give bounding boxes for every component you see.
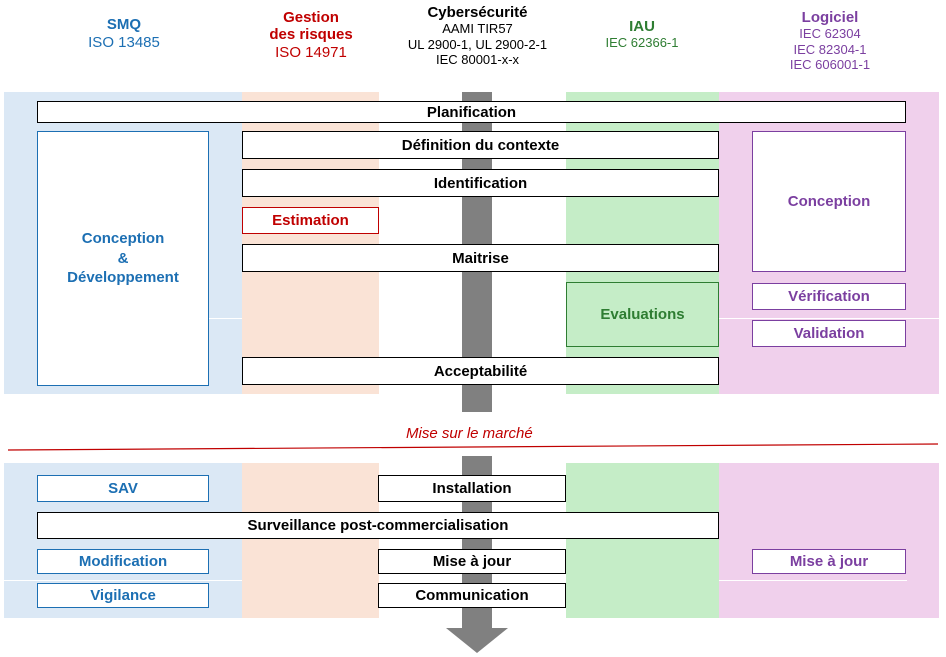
header-risk-title-line2: des risques — [269, 26, 353, 43]
acceptabilite-box: Acceptabilité — [242, 357, 719, 385]
evaluations-box: Evaluations — [566, 282, 719, 347]
header-risk: Gestion des risques ISO 14971 — [243, 9, 379, 62]
definition-contexte-box: Définition du contexte — [242, 131, 719, 159]
vigilance-box: Vigilance — [37, 583, 209, 608]
header-iau-subtitle: IEC 62366-1 — [605, 35, 679, 50]
band-logiciel-bottom — [719, 463, 939, 618]
separator-line — [4, 580, 242, 581]
header-cyber-title: Cybersécurité — [427, 4, 528, 21]
header-iau-title: IAU — [629, 18, 655, 35]
header-logiciel-line: IEC 606001-1 — [789, 57, 871, 72]
header-logiciel-line: IEC 82304-1 — [793, 41, 867, 57]
conception-box: Conception — [752, 131, 906, 272]
conception-developpement-line: Développement — [67, 269, 179, 287]
installation-box: Installation — [378, 475, 566, 502]
conception-developpement-line: & — [117, 249, 129, 267]
header-cyber: Cybersécurité AAMI TIR57 UL 2900-1, UL 2… — [380, 4, 575, 68]
validation-box: Validation — [752, 320, 906, 347]
separator-line — [719, 318, 939, 319]
separator-line — [208, 318, 242, 319]
band-risk-bottom — [242, 463, 379, 618]
header-iau: IAU IEC 62366-1 — [566, 18, 718, 51]
arrow-down-icon — [446, 628, 508, 653]
header-smq: SMQ ISO 13485 — [40, 16, 208, 52]
header-cyber-line: AAMI TIR57 — [442, 21, 513, 36]
conception-developpement-box: Conception & Développement — [37, 131, 209, 386]
modification-box: Modification — [37, 549, 209, 574]
sav-box: SAV — [37, 475, 209, 502]
header-risk-title-line1: Gestion — [283, 9, 339, 26]
verification-box: Vérification — [752, 283, 906, 310]
planification-box: Planification — [37, 101, 906, 123]
identification-box: Identification — [242, 169, 719, 197]
header-logiciel-title: Logiciel — [801, 9, 859, 26]
header-cyber-line: UL 2900-1, UL 2900-2-1 — [407, 36, 548, 52]
communication-box: Communication — [378, 583, 566, 608]
market-line — [7, 443, 939, 451]
header-smq-subtitle: ISO 13485 — [88, 34, 160, 51]
header-logiciel: Logiciel IEC 62304 IEC 82304-1 IEC 60600… — [754, 9, 906, 73]
separator-line — [719, 580, 907, 581]
mise-a-jour-logiciel-box: Mise à jour — [752, 549, 906, 574]
header-risk-subtitle: ISO 14971 — [275, 44, 347, 61]
header-cyber-line: IEC 80001-x-x — [435, 52, 520, 67]
estimation-box: Estimation — [242, 207, 379, 234]
header-smq-title: SMQ — [106, 16, 142, 33]
conception-developpement-line: Conception — [81, 230, 165, 248]
maitrise-box: Maitrise — [242, 244, 719, 272]
surveillance-box: Surveillance post-commercialisation — [37, 512, 719, 539]
mise-a-jour-cyber-box: Mise à jour — [378, 549, 566, 574]
header-logiciel-line: IEC 62304 — [799, 26, 861, 41]
market-label: Mise sur le marché — [406, 425, 533, 442]
band-iau-bottom — [566, 463, 719, 618]
